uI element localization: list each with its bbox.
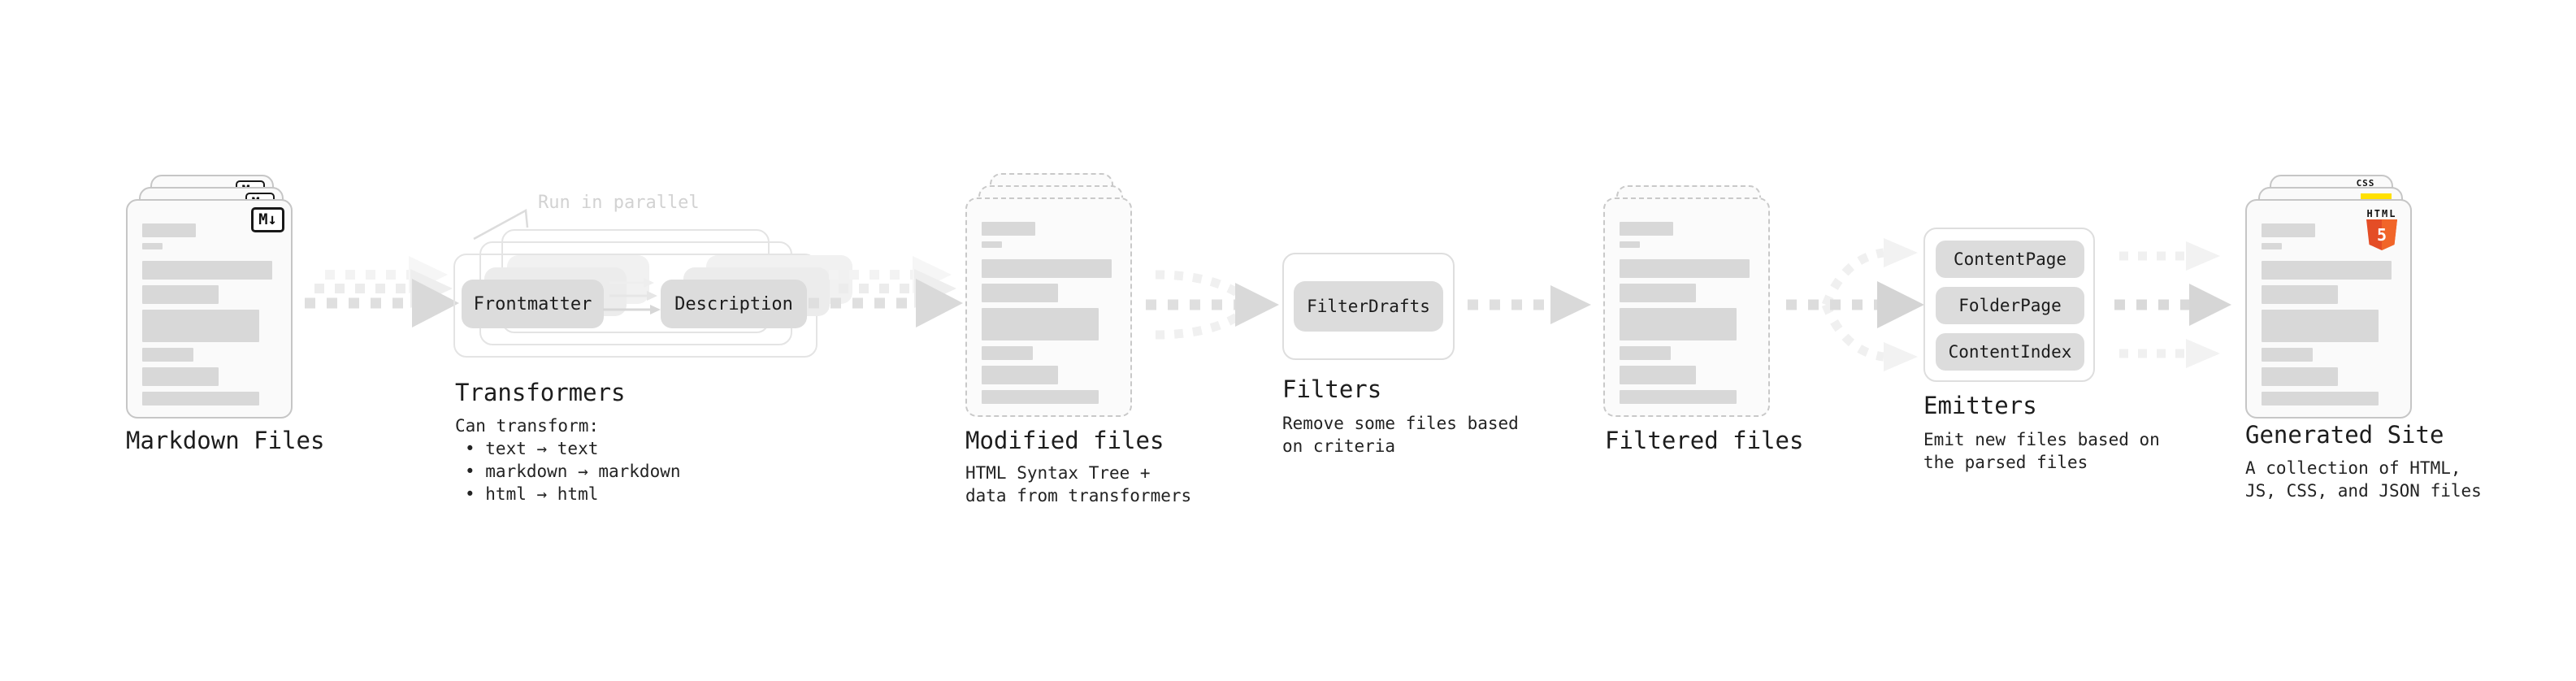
document-content-placeholder <box>1620 222 1754 410</box>
flow-arrow-icon <box>305 256 459 327</box>
flow-arrow-icon <box>809 256 963 327</box>
filters-box: FilterDrafts <box>1282 253 1455 360</box>
emitters-note: the parsed files <box>1923 453 2088 472</box>
document-content-placeholder <box>2262 223 2396 411</box>
filtered-page-front <box>1603 197 1770 417</box>
generated-site-stack: CSS HTML 5 <box>2245 175 2420 435</box>
transformers-label: Transformers <box>455 379 626 406</box>
filters-label: Filters <box>1282 375 1382 403</box>
markdown-files-stack: M↓ M↓ M↓ <box>126 175 301 435</box>
parallel-arrows-icon <box>2114 241 2231 368</box>
transformers-group: Run in parallel Frontmatter Description <box>443 187 852 374</box>
flow-arrow-icon <box>1468 285 1591 324</box>
svg-text:5: 5 <box>2377 225 2387 245</box>
run-in-parallel-callout: Run in parallel <box>538 193 700 213</box>
emitters-label: Emitters <box>1923 392 2037 419</box>
generated-site-label: Generated Site <box>2245 421 2444 449</box>
split-arrow-icon <box>1786 238 1924 371</box>
filtered-files-stack <box>1603 185 1778 445</box>
modified-files-label: Modified files <box>965 427 1164 454</box>
callout-line-icon <box>473 208 529 241</box>
modified-files-stack <box>965 173 1140 433</box>
frontmatter-transformer-pill: Frontmatter <box>462 280 604 328</box>
html5-icon: HTML 5 <box>2362 208 2401 254</box>
filtered-files-label: Filtered files <box>1605 427 1804 454</box>
document-content-placeholder <box>982 222 1116 410</box>
markdown-files-label: Markdown Files <box>126 427 325 454</box>
markdown-icon: M↓ <box>251 207 284 232</box>
markdown-page-front: M↓ <box>126 199 293 419</box>
contentindex-pill: ContentIndex <box>1936 333 2084 371</box>
modified-page-front <box>965 197 1132 417</box>
merge-arrow-icon <box>1146 270 1279 340</box>
emitters-note: Emit new files based on <box>1923 430 2160 449</box>
generated-site-note: JS, CSS, and JSON files <box>2245 481 2482 501</box>
emitters-box: ContentPage FolderPage ContentIndex <box>1923 228 2095 382</box>
filters-note: Remove some files based <box>1282 414 1519 433</box>
generated-site-note: A collection of HTML, <box>2245 458 2461 478</box>
transformers-note-item: • html → html <box>465 484 599 504</box>
transformers-note-title: Can transform: <box>455 416 600 436</box>
transformers-note-item: • text → text <box>465 439 599 458</box>
description-transformer-pill: Description <box>661 280 807 328</box>
modified-files-note: data from transformers <box>965 486 1192 505</box>
mini-arrows-icon <box>603 278 661 314</box>
folderpage-pill: FolderPage <box>1936 287 2084 324</box>
document-content-placeholder <box>142 223 276 411</box>
filterdrafts-pill: FilterDrafts <box>1294 281 1443 332</box>
site-page-html: HTML 5 <box>2245 199 2412 419</box>
transformers-note-item: • markdown → markdown <box>465 462 681 481</box>
filters-note: on criteria <box>1282 436 1396 456</box>
contentpage-pill: ContentPage <box>1936 241 2084 278</box>
modified-files-note: HTML Syntax Tree + <box>965 463 1151 483</box>
